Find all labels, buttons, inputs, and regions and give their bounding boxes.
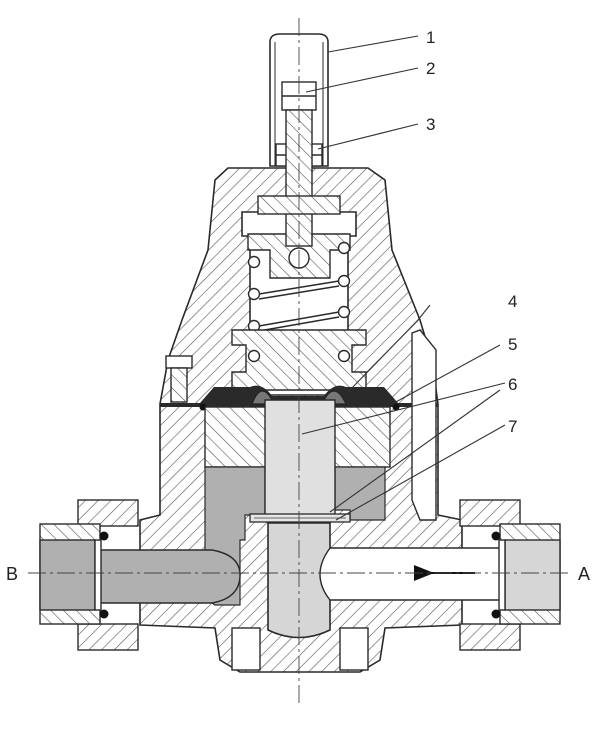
callout-4: 4 (508, 292, 517, 311)
right-oring-top (491, 531, 501, 541)
right-flow-channel (319, 547, 501, 601)
leader-lines (301, 35, 506, 521)
left-pipe-fitting (39, 499, 139, 651)
port-label-b: B (6, 564, 18, 584)
body-foot-right (339, 627, 369, 671)
callout-2: 2 (426, 59, 435, 78)
left-flow-channel (99, 549, 241, 604)
valve-plunger (264, 399, 336, 516)
callout-5: 5 (508, 335, 517, 354)
callout-7: 7 (508, 417, 517, 436)
callout-6: 6 (508, 375, 517, 394)
side-vane (411, 329, 437, 521)
port-label-a: A (578, 564, 590, 584)
right-oring-bottom (491, 609, 501, 619)
side-bolt (165, 355, 193, 403)
body-seal-right (392, 403, 400, 411)
callout-1: 1 (426, 28, 435, 47)
body-foot-left (231, 627, 261, 671)
left-oring-top (99, 531, 109, 541)
left-oring-bottom (99, 609, 109, 619)
right-pipe-fitting (459, 499, 561, 651)
callout-3: 3 (426, 115, 435, 134)
